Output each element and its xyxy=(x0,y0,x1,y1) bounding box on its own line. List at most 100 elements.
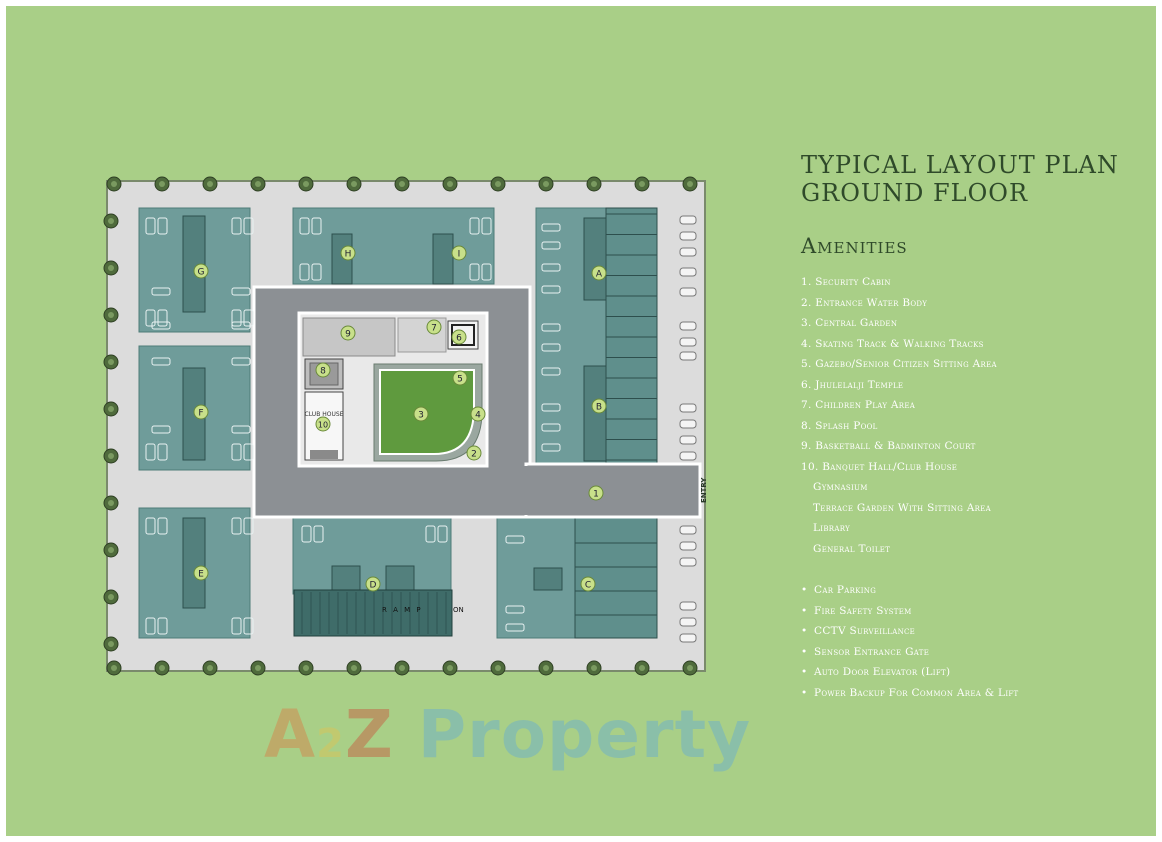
car-icon xyxy=(679,231,697,241)
marker-m10: 10 xyxy=(315,416,331,432)
tree-icon xyxy=(250,660,266,676)
marker-m6: 6 xyxy=(451,329,467,345)
car-icon xyxy=(145,517,156,535)
car-icon xyxy=(679,337,697,347)
tree-icon xyxy=(490,176,506,192)
car-icon xyxy=(299,263,310,281)
svg-text:G: G xyxy=(198,268,205,278)
wing-label-d: D xyxy=(365,576,381,592)
bullet-icon: • xyxy=(801,584,808,596)
club-house-label: CLUB HOUSE xyxy=(305,411,344,418)
car-icon xyxy=(437,525,448,543)
bullet-icon: • xyxy=(801,604,808,617)
car-icon xyxy=(481,217,492,235)
wing-label-g: G xyxy=(193,263,209,279)
car-icon xyxy=(505,535,525,544)
car-icon xyxy=(145,617,156,635)
wing-label-f: F xyxy=(193,404,209,420)
tree-icon xyxy=(103,495,119,511)
car-icon xyxy=(157,517,168,535)
tree-icon xyxy=(202,176,218,192)
car-icon xyxy=(311,263,322,281)
marker-m7: 7 xyxy=(426,319,442,335)
car-icon xyxy=(679,525,697,535)
car-icon xyxy=(679,435,697,445)
tree-icon xyxy=(103,354,119,370)
tree-icon xyxy=(103,636,119,652)
amenity-item: 4. Skating Track & Walking Tracks xyxy=(801,337,984,350)
tree-icon xyxy=(298,176,314,192)
tree-icon xyxy=(154,176,170,192)
car-icon xyxy=(469,263,480,281)
amenity-item: 5. Gazebo/Senior Citizen Sitting Area xyxy=(801,358,997,370)
wing-label-b: B xyxy=(591,398,607,414)
car-icon xyxy=(243,217,254,235)
bullet-icon: • xyxy=(801,686,808,699)
tree-icon xyxy=(394,660,410,676)
svg-text:E: E xyxy=(198,570,204,580)
car-icon xyxy=(299,217,310,235)
svg-text:6: 6 xyxy=(456,334,462,344)
svg-text:D: D xyxy=(370,581,377,591)
car-icon xyxy=(231,443,242,461)
car-icon xyxy=(231,425,251,434)
car-icon xyxy=(231,617,242,635)
car-icon xyxy=(679,267,697,277)
plan-title: Typical Layout Plan Ground Floor xyxy=(801,151,1119,207)
wing-label-c: C xyxy=(580,576,596,592)
car-icon xyxy=(157,309,168,327)
marker-m2: 2 xyxy=(466,445,482,461)
tree-icon xyxy=(538,176,554,192)
car-icon xyxy=(679,541,697,551)
marker-m3: 3 xyxy=(413,406,429,422)
tree-icon xyxy=(682,176,698,192)
car-icon xyxy=(151,357,171,366)
tree-icon xyxy=(103,401,119,417)
car-icon xyxy=(243,617,254,635)
parking-cars xyxy=(145,217,561,635)
tree-icon xyxy=(586,176,602,192)
car-icon xyxy=(679,247,697,257)
tree-icon xyxy=(538,660,554,676)
car-icon xyxy=(541,323,561,332)
entry-label: ENTRY xyxy=(700,477,708,503)
tree-icon xyxy=(202,660,218,676)
svg-text:2: 2 xyxy=(471,450,477,460)
feature-item: •Fire Safety System xyxy=(801,601,1019,622)
tree-icon xyxy=(250,176,266,192)
amenities-list: 1. Security Cabin 2. Entrance Water Body… xyxy=(801,272,997,559)
svg-text:H: H xyxy=(345,250,352,260)
clubhouse-item: Terrace Garden With Sitting Area xyxy=(813,501,991,514)
tree-icon xyxy=(394,176,410,192)
amenity-item: 6. Jhulelalji Temple xyxy=(801,378,904,391)
svg-text:F: F xyxy=(198,409,203,419)
feature-item: •CCTV Surveillance xyxy=(801,621,1019,642)
amenity-item: 8. Splash Pool xyxy=(801,419,878,432)
svg-text:9: 9 xyxy=(345,330,351,340)
tree-icon xyxy=(103,542,119,558)
svg-text:A: A xyxy=(596,270,603,280)
car-icon xyxy=(505,605,525,614)
feature-item: •Auto Door Elevator (Lift) xyxy=(801,662,1019,683)
car-icon xyxy=(541,263,561,272)
car-icon xyxy=(679,617,697,627)
tree-icon xyxy=(106,176,122,192)
tree-icon xyxy=(490,660,506,676)
bullet-icon: • xyxy=(801,625,808,637)
tree-icon xyxy=(103,213,119,229)
clubhouse-item: Gymnasium xyxy=(813,481,868,493)
tree-icon xyxy=(586,660,602,676)
car-icon xyxy=(679,321,697,331)
car-icon xyxy=(313,525,324,543)
svg-text:8: 8 xyxy=(320,367,326,377)
amenity-item: 9. Basketball & Badminton Court xyxy=(801,440,976,452)
svg-text:5: 5 xyxy=(457,375,463,385)
boundary-trees xyxy=(103,176,698,676)
car-icon xyxy=(231,217,242,235)
marker-m8: 8 xyxy=(315,362,331,378)
car-icon xyxy=(243,309,254,327)
wing-label-i: I xyxy=(451,245,467,261)
car-icon xyxy=(231,357,251,366)
svg-text:4: 4 xyxy=(475,411,481,421)
tree-icon xyxy=(442,660,458,676)
